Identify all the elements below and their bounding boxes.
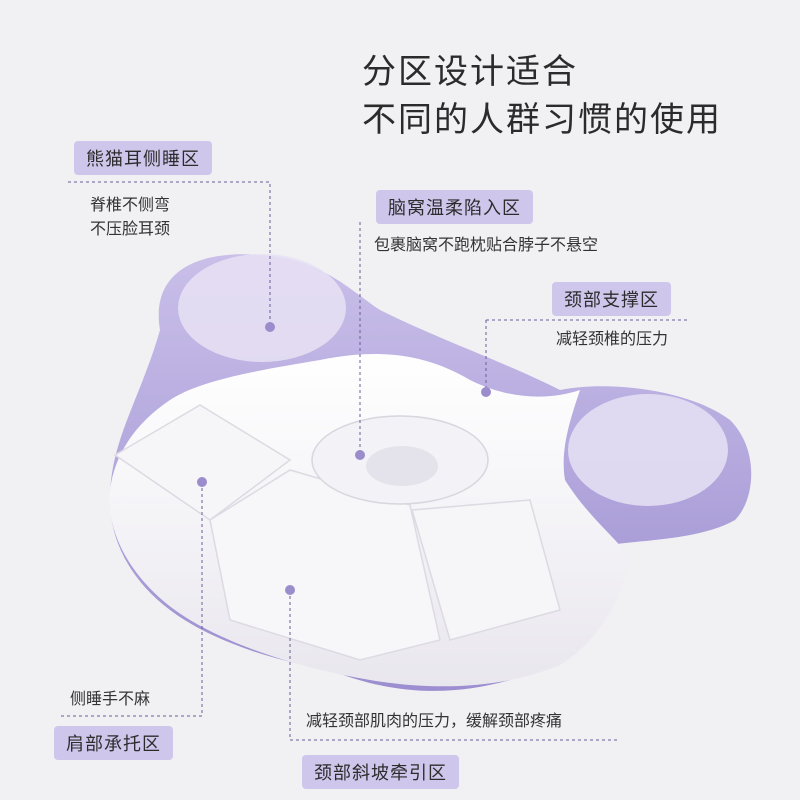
head-nest-hollow <box>366 446 438 486</box>
tag-neck-slope: 颈部斜坡牵引区 <box>302 755 459 789</box>
leader-neck-support <box>485 319 690 392</box>
leader-neck-slope <box>289 590 620 741</box>
marker-neck-slope <box>285 585 295 595</box>
tag-panda-ear: 熊猫耳侧睡区 <box>74 141 212 175</box>
neck-slope-zone <box>209 469 441 661</box>
left-ear-pad <box>178 254 346 362</box>
shoulder-zone-right <box>411 499 561 641</box>
tag-shoulder: 肩部承托区 <box>54 726 173 760</box>
desc-shoulder: 侧睡手不麻 <box>70 689 151 708</box>
leader-panda-ear <box>68 181 271 326</box>
desc-head-nest: 包裹脑窝不跑枕贴合脖子不悬空 <box>374 235 599 254</box>
marker-neck-support <box>481 387 491 397</box>
desc-panda-ear-2: 不压脸耳颈 <box>90 219 171 238</box>
desc-neck-slope: 减轻颈部肌肉的压力，缓解颈部疼痛 <box>306 711 563 730</box>
marker-panda-ear <box>265 322 275 332</box>
shoulder-zone-left <box>113 404 292 521</box>
tag-neck-support: 颈部支撑区 <box>552 282 671 316</box>
tag-head-nest: 脑窝温柔陷入区 <box>376 190 533 224</box>
desc-panda-ear-1: 脊椎不侧弯 <box>90 195 171 214</box>
marker-head-nest <box>355 450 365 460</box>
desc-neck-support: 减轻颈椎的压力 <box>556 329 669 348</box>
headline-line-2: 不同的人群习惯的使用 <box>362 100 722 140</box>
marker-shoulder <box>197 477 207 487</box>
right-ear-pad <box>568 394 728 506</box>
headline-line-1: 分区设计适合 <box>362 52 578 92</box>
leader-shoulder <box>60 482 203 717</box>
